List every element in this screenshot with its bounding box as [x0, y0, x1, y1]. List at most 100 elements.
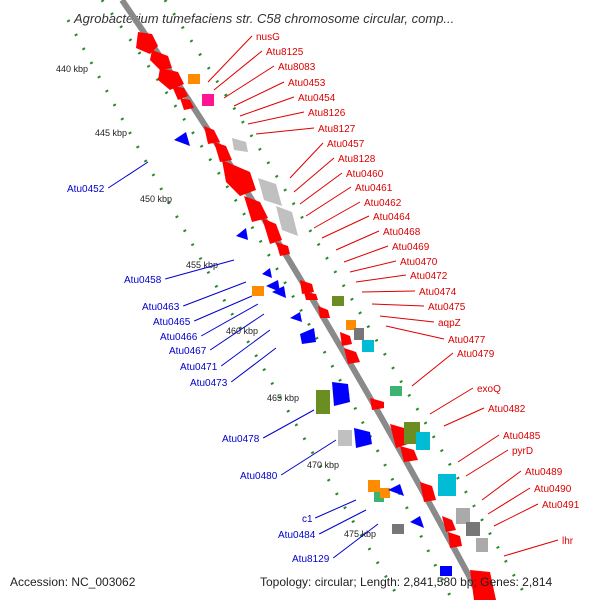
gene-feature-Atu8083[interactable] [158, 68, 184, 90]
gene-label-forward[interactable]: lhr [562, 536, 574, 547]
gene-feature-Atu8128[interactable] [214, 142, 232, 162]
gene-label-forward[interactable]: aqpZ [438, 318, 461, 329]
gene-feature-green-1[interactable] [390, 386, 402, 396]
gene-label-forward[interactable]: Atu0462 [364, 198, 402, 209]
gene-feature-Atu0478[interactable] [316, 390, 330, 414]
gene-feature-Atu0479[interactable] [344, 348, 360, 364]
gene-label-reverse[interactable]: Atu0471 [180, 362, 218, 373]
gene-feature-pyrD[interactable] [420, 482, 436, 502]
gene-label-forward[interactable]: Atu8126 [308, 108, 346, 119]
gene-label-forward[interactable]: Atu0470 [400, 257, 438, 268]
gene-feature-cyan-3[interactable] [438, 474, 456, 496]
gene-feature-grey-tail[interactable] [392, 524, 404, 534]
gene-label-forward[interactable]: Atu0454 [298, 93, 336, 104]
gene-label-forward[interactable]: Atu0491 [542, 500, 580, 511]
gene-label-reverse[interactable]: Atu0478 [222, 434, 260, 445]
gene-feature-Atu0458[interactable] [236, 228, 248, 240]
gene-feature-blue-tail-3[interactable] [440, 566, 452, 576]
gene-feature-Atu0469[interactable] [300, 280, 314, 294]
gene-feature-Atu0467[interactable] [272, 286, 286, 298]
gene-feature-Atu0470[interactable] [304, 292, 318, 300]
gene-label-forward[interactable]: Atu8128 [338, 154, 376, 165]
gene-feature-c1[interactable] [338, 430, 352, 446]
gene-feature-Atu0460[interactable] [222, 160, 256, 196]
gene-label-reverse[interactable]: Atu0458 [124, 275, 162, 286]
gene-feature-cyan-1[interactable] [362, 340, 374, 352]
gene-feature-aqpZ[interactable] [332, 296, 344, 306]
gene-feature-Atu0480[interactable] [332, 382, 350, 406]
gene-feature-Atu0489[interactable] [346, 320, 356, 330]
gene-label-reverse[interactable]: Atu8129 [292, 554, 330, 565]
gene-label-forward[interactable]: nusG [256, 32, 280, 43]
gene-feature-Atu0457[interactable] [204, 126, 220, 144]
gene-label-forward[interactable]: Atu0464 [373, 212, 411, 223]
gene-feature-Atu0464[interactable] [276, 242, 290, 256]
gene-feature-Atu0485[interactable] [400, 446, 418, 462]
gene-label-forward[interactable]: Atu0460 [346, 169, 384, 180]
gene-feature-Atu0462[interactable] [262, 218, 282, 244]
gene-feature-lhr[interactable] [470, 570, 496, 600]
gene-feature-Atu0472[interactable] [258, 178, 282, 206]
gene-label-forward[interactable]: pyrD [512, 446, 533, 457]
gene-feature-Atu0461[interactable] [244, 196, 268, 222]
gene-label-forward[interactable]: Atu0472 [410, 271, 448, 282]
gene-label-reverse[interactable]: Atu0465 [153, 317, 191, 328]
gene-feature-cyan-2[interactable] [416, 432, 430, 450]
gene-feature-Atu0491[interactable] [448, 532, 462, 548]
gene-feature-Atu8126[interactable] [188, 74, 200, 84]
gene-label-forward[interactable]: Atu0453 [288, 78, 326, 89]
gene-feature-Atu0484[interactable] [354, 428, 372, 448]
gene-feature-Atu0474[interactable] [318, 306, 330, 318]
gene-label-forward[interactable]: Atu0477 [448, 335, 486, 346]
gene-label-reverse[interactable]: Atu0473 [190, 378, 228, 389]
gene-label-reverse[interactable]: Atu0480 [240, 471, 278, 482]
gene-feature-Atu0490[interactable] [442, 516, 456, 532]
gene-label-reverse[interactable]: c1 [302, 514, 313, 525]
gene-feature-grey-4[interactable] [476, 538, 488, 552]
gene-label-forward[interactable]: Atu0482 [488, 404, 526, 415]
gene-feature-Atu0452[interactable] [174, 132, 190, 146]
gene-label-reverse[interactable]: Atu0463 [142, 302, 180, 313]
gene-label-reverse[interactable]: Atu0484 [278, 530, 316, 541]
gene-label-forward[interactable]: Atu0461 [355, 183, 393, 194]
gene-feature-Atu0473[interactable] [300, 328, 316, 344]
gene-label-forward[interactable]: Atu0489 [525, 467, 563, 478]
gene-label-forward[interactable]: Atu0469 [392, 242, 430, 253]
gene-label-forward[interactable]: Atu8127 [318, 124, 356, 135]
gene-label-forward[interactable]: Atu0485 [503, 431, 541, 442]
gene-feature-Atu0471[interactable] [290, 312, 302, 322]
gene-feature-orange-2[interactable] [380, 488, 390, 498]
gene-feature-Atu0466[interactable] [266, 280, 280, 292]
gene-label-forward[interactable]: Atu0475 [428, 302, 466, 313]
gene-feature-Atu0453[interactable] [172, 86, 188, 100]
gene-label-reverse[interactable]: Atu0467 [169, 346, 207, 357]
gene-label-forward[interactable]: Atu0468 [383, 227, 421, 238]
gene-feature-Atu8129[interactable] [368, 480, 380, 492]
gene-label-forward[interactable]: Atu0474 [419, 287, 457, 298]
gene-feature-Atu0463[interactable] [262, 268, 272, 278]
gene-label-reverse[interactable]: Atu0452 [67, 184, 105, 195]
gene-feature-grey-1[interactable] [354, 328, 364, 340]
gene-feature-Atu0477[interactable] [340, 332, 352, 346]
gene-feature-blue-tail-1[interactable] [388, 484, 404, 496]
gene-feature-exoQ[interactable] [370, 398, 384, 410]
gene-label-forward[interactable]: Atu0479 [457, 349, 495, 360]
gene-feature-nusG[interactable] [136, 32, 158, 54]
gene-label-forward[interactable]: Atu0490 [534, 484, 572, 495]
gene-label-forward[interactable]: Atu0457 [327, 139, 365, 150]
gene-feature-grey-3[interactable] [466, 522, 480, 536]
gene-label-forward[interactable]: exoQ [477, 384, 501, 395]
gene-feature-Atu0482[interactable] [390, 424, 408, 448]
gene-label-forward[interactable]: Atu8125 [266, 47, 304, 58]
gene-feature-blue-tail-2[interactable] [410, 516, 424, 528]
gene-feature-Atu0468[interactable] [232, 138, 248, 152]
gene-feature-Atu8125[interactable] [150, 50, 172, 70]
gene-label-forward[interactable]: Atu8083 [278, 62, 316, 73]
gene-feature-Atu0454[interactable] [180, 98, 194, 110]
gene-feature-Atu0465[interactable] [252, 286, 264, 296]
gene-label-reverse[interactable]: Atu0466 [160, 332, 198, 343]
gene-feature-grey-2[interactable] [456, 508, 470, 524]
gene-feature-green-2[interactable] [374, 492, 384, 502]
gene-feature-Atu0475[interactable] [276, 206, 298, 236]
gene-feature-Atu8127[interactable] [202, 94, 214, 106]
